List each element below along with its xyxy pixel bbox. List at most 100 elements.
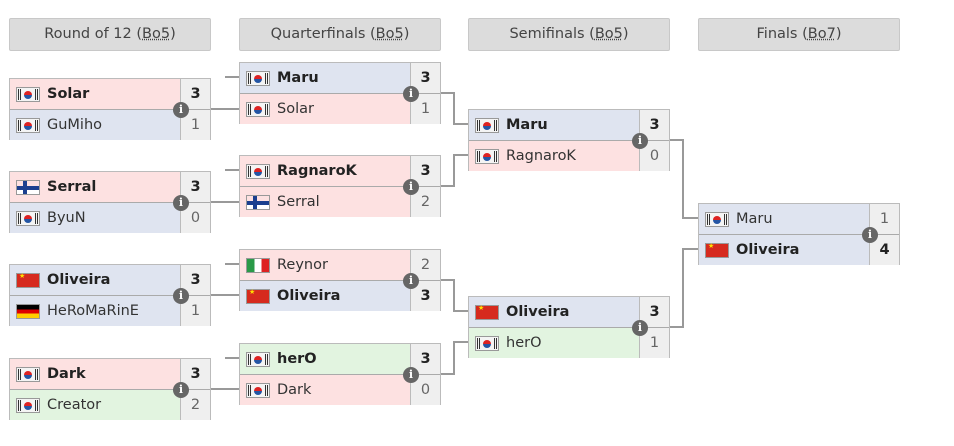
flag-cn-icon (705, 242, 729, 258)
flag-kr-icon (16, 397, 40, 413)
player-name-cell[interactable]: Oliveira (699, 235, 870, 265)
match-info-icon[interactable]: i (173, 102, 189, 118)
best-of-label[interactable]: Bo7 (807, 26, 836, 42)
player-name-cell[interactable]: Dark (10, 359, 181, 389)
match-info-icon[interactable]: i (632, 320, 648, 336)
player-name[interactable]: Oliveira (47, 272, 111, 288)
match-info-icon[interactable]: i (173, 382, 189, 398)
player-name-cell[interactable]: herO (240, 344, 411, 374)
player-name-cell[interactable]: HeRoMaRinE (10, 296, 181, 326)
player-name[interactable]: Oliveira (506, 304, 570, 320)
player-name-cell[interactable]: Maru (240, 63, 411, 93)
match-info-icon[interactable]: i (173, 288, 189, 304)
connector-line (453, 154, 468, 156)
player-name[interactable]: Maru (506, 117, 548, 133)
connector-line (670, 326, 684, 328)
player-name-cell[interactable]: Creator (10, 390, 181, 420)
player-name[interactable]: Reynor (277, 257, 328, 273)
player-name-cell[interactable]: Oliveira (240, 281, 411, 311)
round-title: Semifinals ( (509, 26, 595, 42)
best-of-label[interactable]: Bo5 (375, 26, 404, 42)
player-name[interactable]: Creator (47, 397, 102, 413)
player-name-cell[interactable]: RagnaroK (240, 156, 411, 186)
match-box: Reynor2Oliveira3i (239, 249, 441, 311)
player-name[interactable]: HeRoMaRinE (47, 303, 139, 319)
player-name[interactable]: Maru (736, 211, 773, 227)
player-name-cell[interactable]: Oliveira (10, 265, 181, 295)
match-box: Maru1Oliveira4i (698, 203, 900, 265)
player-name[interactable]: ByuN (47, 210, 86, 226)
player-name-cell[interactable]: Maru (469, 110, 640, 140)
match-info-icon[interactable]: i (403, 273, 419, 289)
flag-cn-icon (246, 288, 270, 304)
player-name[interactable]: Maru (277, 70, 319, 86)
connector-line (225, 169, 239, 171)
player-name[interactable]: Dark (277, 382, 312, 398)
player-name-cell[interactable]: Reynor (240, 250, 411, 280)
flag-de-icon (16, 303, 40, 319)
player-name-cell[interactable]: Dark (240, 375, 411, 405)
best-of-label[interactable]: Bo5 (142, 26, 171, 42)
player-name[interactable]: Solar (47, 86, 90, 102)
player-name[interactable]: RagnaroK (277, 163, 357, 179)
flag-kr-icon (16, 366, 40, 382)
player-name-cell[interactable]: GuMiho (10, 110, 181, 140)
player-name[interactable]: Oliveira (736, 242, 800, 258)
round-title-close: ) (403, 26, 410, 42)
player-name[interactable]: Oliveira (277, 288, 341, 304)
connector-line (211, 108, 239, 110)
player-name[interactable]: herO (277, 351, 317, 367)
round-header-3: Finals (Bo7) (698, 18, 900, 51)
player-name[interactable]: GuMiho (47, 117, 103, 133)
connector-line (211, 294, 239, 296)
match-info-icon[interactable]: i (632, 133, 648, 149)
round-title: Quarterfinals ( (270, 26, 376, 42)
connector-line (682, 217, 698, 219)
match-info-icon[interactable]: i (862, 227, 878, 243)
match-info-icon[interactable]: i (403, 179, 419, 195)
match-info-icon[interactable]: i (403, 367, 419, 383)
round-title: Round of 12 ( (44, 26, 143, 42)
player-name-cell[interactable]: Maru (699, 204, 870, 234)
connector-line (225, 357, 239, 359)
connector-line (453, 279, 455, 312)
player-name-cell[interactable]: ByuN (10, 203, 181, 233)
player-name-cell[interactable]: Serral (240, 187, 411, 217)
player-name[interactable]: Serral (277, 194, 320, 210)
player-name[interactable]: herO (506, 335, 542, 351)
match-info-icon[interactable]: i (403, 86, 419, 102)
player-name-cell[interactable]: Oliveira (469, 297, 640, 327)
flag-fi-icon (246, 194, 270, 210)
connector-line (670, 139, 684, 141)
player-name[interactable]: Dark (47, 366, 86, 382)
player-name[interactable]: Serral (47, 179, 97, 195)
player-name[interactable]: RagnaroK (506, 148, 576, 164)
player-name-cell[interactable]: herO (469, 328, 640, 358)
flag-kr-icon (246, 70, 270, 86)
player-score: 0 (181, 203, 210, 233)
player-name[interactable]: Solar (277, 101, 314, 117)
player-name-cell[interactable]: Solar (10, 79, 181, 109)
connector-line (682, 139, 684, 219)
best-of-label[interactable]: Bo5 (594, 26, 623, 42)
connector-line (453, 310, 468, 312)
connector-line (453, 92, 455, 125)
player-name-cell[interactable]: Serral (10, 172, 181, 202)
match-info-icon[interactable]: i (173, 195, 189, 211)
player-name-cell[interactable]: RagnaroK (469, 141, 640, 171)
player-name-cell[interactable]: Solar (240, 94, 411, 124)
